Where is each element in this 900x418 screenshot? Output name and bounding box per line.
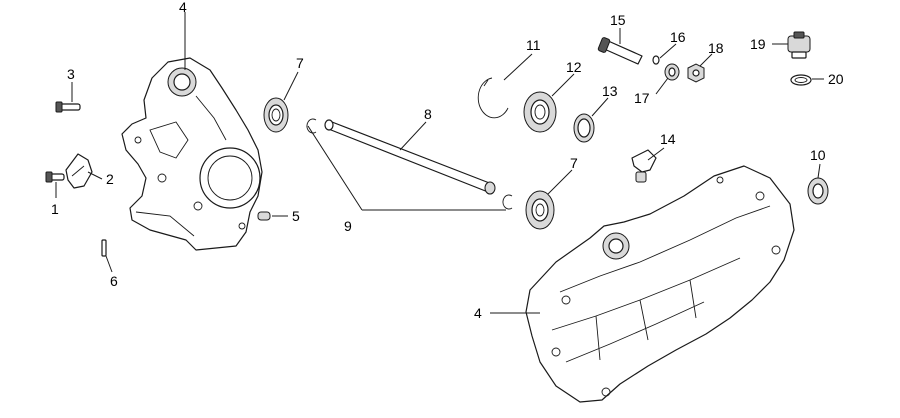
dowel-pin-part-5 <box>257 211 271 221</box>
callout-4-top: 4 <box>179 0 187 15</box>
callout-8: 8 <box>424 106 432 122</box>
circlip-part-9-left <box>306 118 317 134</box>
bearing-part-7-lower <box>525 190 555 230</box>
shaft-part-8 <box>324 119 496 195</box>
bearing-part-7-upper <box>263 97 289 133</box>
callout-14: 14 <box>660 131 676 147</box>
callout-7-lower: 7 <box>570 155 578 171</box>
callout-5: 5 <box>292 208 300 224</box>
callout-2: 2 <box>106 171 114 187</box>
sensor-part-19 <box>787 31 811 59</box>
washer-part-16 <box>652 55 660 65</box>
bearing-part-12 <box>523 91 557 133</box>
callout-4-bottom: 4 <box>474 305 482 321</box>
right-crankcase-half <box>525 165 795 403</box>
callout-10: 10 <box>810 147 826 163</box>
pin-part-6 <box>101 239 107 257</box>
bolt-part-1 <box>45 171 65 183</box>
bushing-part-10 <box>807 177 829 205</box>
callout-20: 20 <box>828 71 844 87</box>
screw-part-3 <box>55 101 81 113</box>
callout-6: 6 <box>110 273 118 289</box>
circlip-part-9-right <box>502 194 513 210</box>
callout-18: 18 <box>708 40 724 56</box>
circlip-part-11 <box>477 77 509 119</box>
callout-13: 13 <box>602 83 618 99</box>
bolt-part-15 <box>597 37 643 65</box>
callout-16: 16 <box>670 29 686 45</box>
callout-labels: 4 3 2 1 5 6 7 8 9 7 11 12 13 15 16 17 18… <box>51 0 844 321</box>
o-ring-part-20 <box>790 74 812 86</box>
callout-15: 15 <box>610 12 626 28</box>
callout-7-upper: 7 <box>296 55 304 71</box>
nut-part-18 <box>687 63 705 83</box>
callout-3: 3 <box>67 66 75 82</box>
callout-19: 19 <box>750 36 766 52</box>
oil-seal-part-13 <box>573 113 595 143</box>
leader-lines <box>55 12 824 314</box>
shift-fork-part-2 <box>65 153 93 189</box>
fitting-part-14 <box>631 149 657 183</box>
callout-17: 17 <box>634 90 650 106</box>
callout-12: 12 <box>566 59 582 75</box>
washer-part-17 <box>664 63 680 81</box>
callout-11: 11 <box>526 37 541 53</box>
callout-9: 9 <box>344 218 352 234</box>
callout-1: 1 <box>51 201 59 217</box>
left-crankcase-half <box>121 57 263 251</box>
